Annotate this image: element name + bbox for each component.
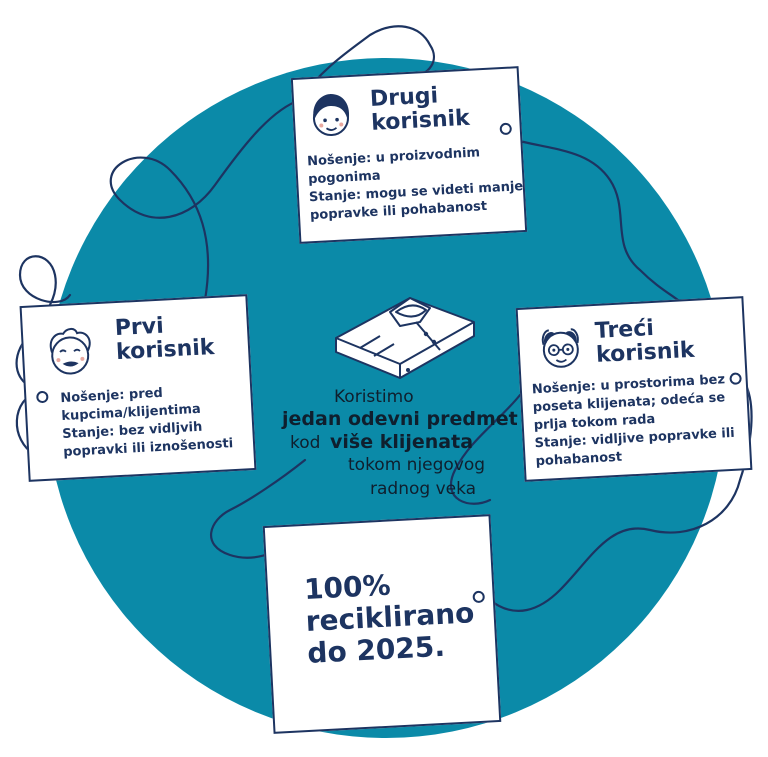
tag-hole-icon: [729, 372, 742, 385]
caption-line3b: više klijenata: [330, 431, 474, 453]
caption-line4: tokom njegovog: [348, 455, 486, 475]
tag-text-line: pohabanost: [535, 449, 623, 470]
woman-face-icon: [312, 94, 350, 137]
tag-hole-icon: [36, 391, 49, 404]
elderly-person-face-icon: [49, 327, 91, 375]
tag-title-line2: korisnik: [595, 337, 696, 368]
tag-title-line2: korisnik: [115, 334, 216, 366]
tag-hole-icon: [499, 122, 512, 135]
tag-hole-icon: [472, 590, 485, 603]
caption-line2: jedan odevni predmet: [282, 408, 518, 430]
tag-title-line2: korisnik: [370, 105, 471, 136]
caption-line1: Koristimo: [334, 387, 414, 407]
tag-second-user: Drugi korisnik Nošenje: u proizvodnim po…: [290, 66, 528, 244]
tag-text-line: Nošenje: u proizvodnim: [306, 145, 481, 170]
tag-recycled: 100% reciklirano do 2025.: [262, 514, 502, 734]
bald-man-with-glasses-face-icon: [541, 328, 579, 368]
caption-line5: radnog veka: [370, 479, 477, 499]
caption-line3a: kod: [290, 433, 321, 453]
folded-shirt-icon: [335, 297, 475, 379]
recycled-year: do 2025.: [306, 629, 446, 670]
tag-third-user: Treći korisnik Nošenje: u prostorima bez…: [515, 296, 753, 482]
tag-first-user: Prvi korisnik Nošenje: pred kupcima/klij…: [19, 294, 257, 482]
